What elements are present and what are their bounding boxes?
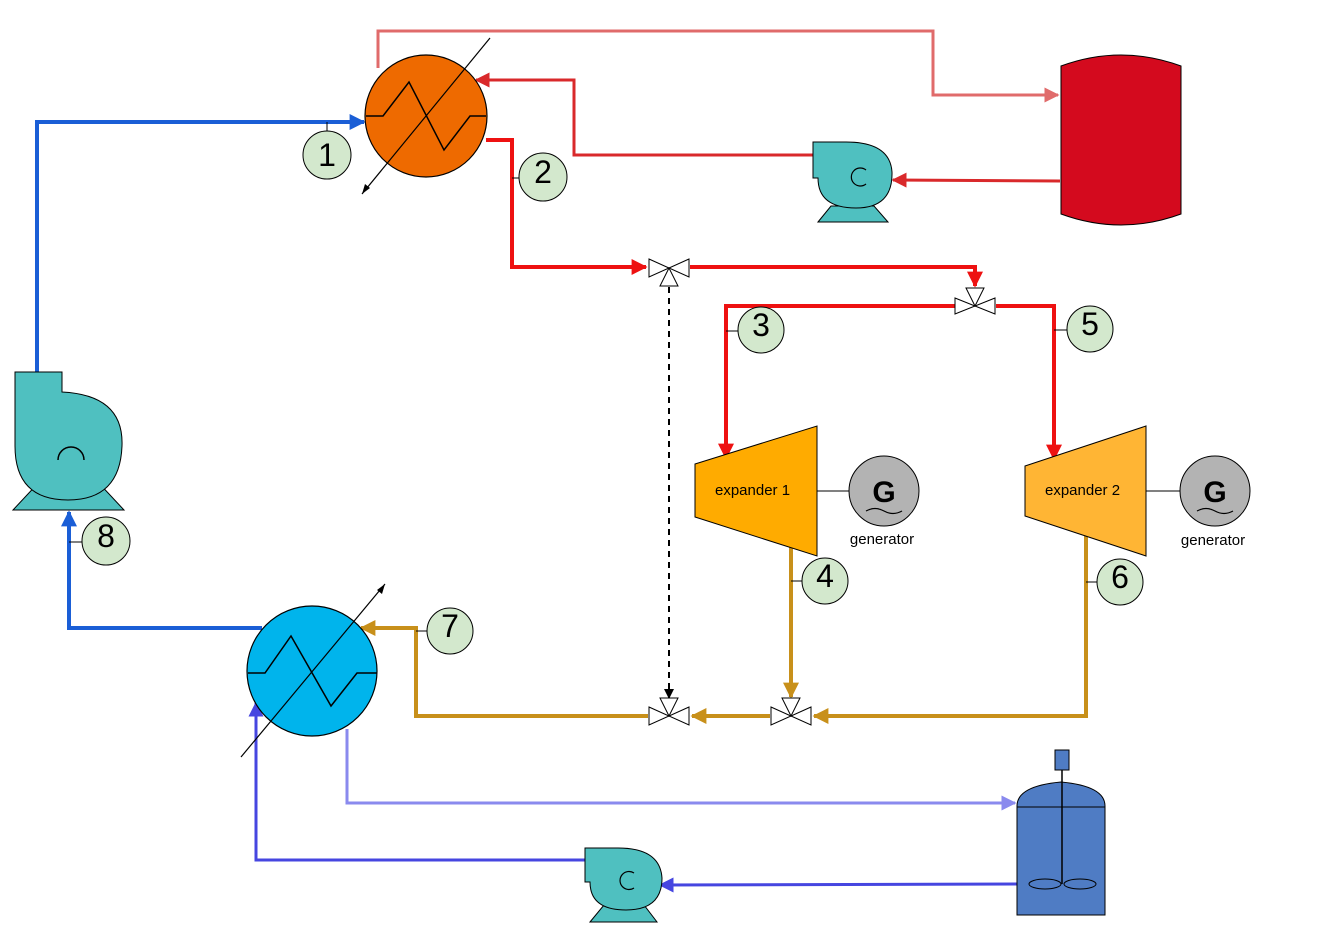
expander-2-label: expander 2	[1045, 482, 1120, 499]
mixer-valve-2	[770, 697, 812, 726]
svg-text:6: 6	[1111, 559, 1129, 595]
state-marker-2: 2	[512, 152, 568, 202]
generator-2-symbol: G	[1203, 476, 1226, 509]
generator-1-symbol: G	[872, 476, 895, 509]
state-7-line	[359, 620, 648, 718]
svg-text:4: 4	[816, 558, 834, 594]
pump-icon	[812, 141, 893, 223]
expander-1: expander 1	[694, 425, 849, 557]
splitter-feed-line	[690, 265, 983, 288]
state-marker-6: 6	[1086, 558, 1144, 606]
state-marker-5: 5	[1054, 305, 1114, 353]
generator-1-label: generator	[850, 531, 914, 548]
state-1-line	[35, 114, 366, 372]
condenser	[240, 583, 386, 758]
svg-text:5: 5	[1081, 306, 1099, 342]
state-marker-7: 7	[416, 607, 474, 655]
evaporator	[361, 37, 491, 195]
state-marker-3: 3	[726, 306, 785, 354]
svg-text:8: 8	[97, 518, 115, 554]
state-3-line	[718, 304, 956, 460]
generator-2: G generator	[1179, 455, 1251, 549]
state-marker-8: 8	[69, 516, 131, 566]
cooling-supply-line	[658, 877, 1018, 893]
main-pump	[11, 371, 126, 511]
state-6-line	[812, 535, 1088, 724]
svg-text:3: 3	[752, 307, 770, 343]
hot-pump-discharge-line	[474, 72, 813, 157]
state-5-line	[996, 304, 1062, 461]
cooling-pump-discharge-line	[248, 701, 587, 862]
mixer-valve-1	[648, 697, 690, 726]
tank-icon	[1060, 54, 1182, 226]
expander-1-label: expander 1	[715, 482, 790, 499]
state-2-line	[486, 138, 648, 275]
generator-2-label: generator	[1181, 532, 1245, 549]
state-marker-1: 1	[302, 122, 352, 180]
cooling-pump	[584, 847, 663, 923]
generator-icon: G generator	[848, 455, 920, 548]
mixer-vessel-icon	[1016, 749, 1106, 916]
expander-2: expander 2	[1024, 425, 1180, 557]
cooling-return-line	[345, 729, 1017, 811]
svg-text:1: 1	[318, 137, 336, 173]
svg-text:2: 2	[534, 154, 552, 190]
splitter-valve	[954, 287, 996, 315]
hot-supply-line	[891, 172, 1061, 188]
three-way-valve-icon	[648, 258, 690, 287]
state-8-line	[61, 510, 262, 630]
hot-return-line	[376, 29, 1060, 103]
state-marker-4: 4	[791, 557, 849, 605]
svg-text:7: 7	[441, 608, 459, 644]
